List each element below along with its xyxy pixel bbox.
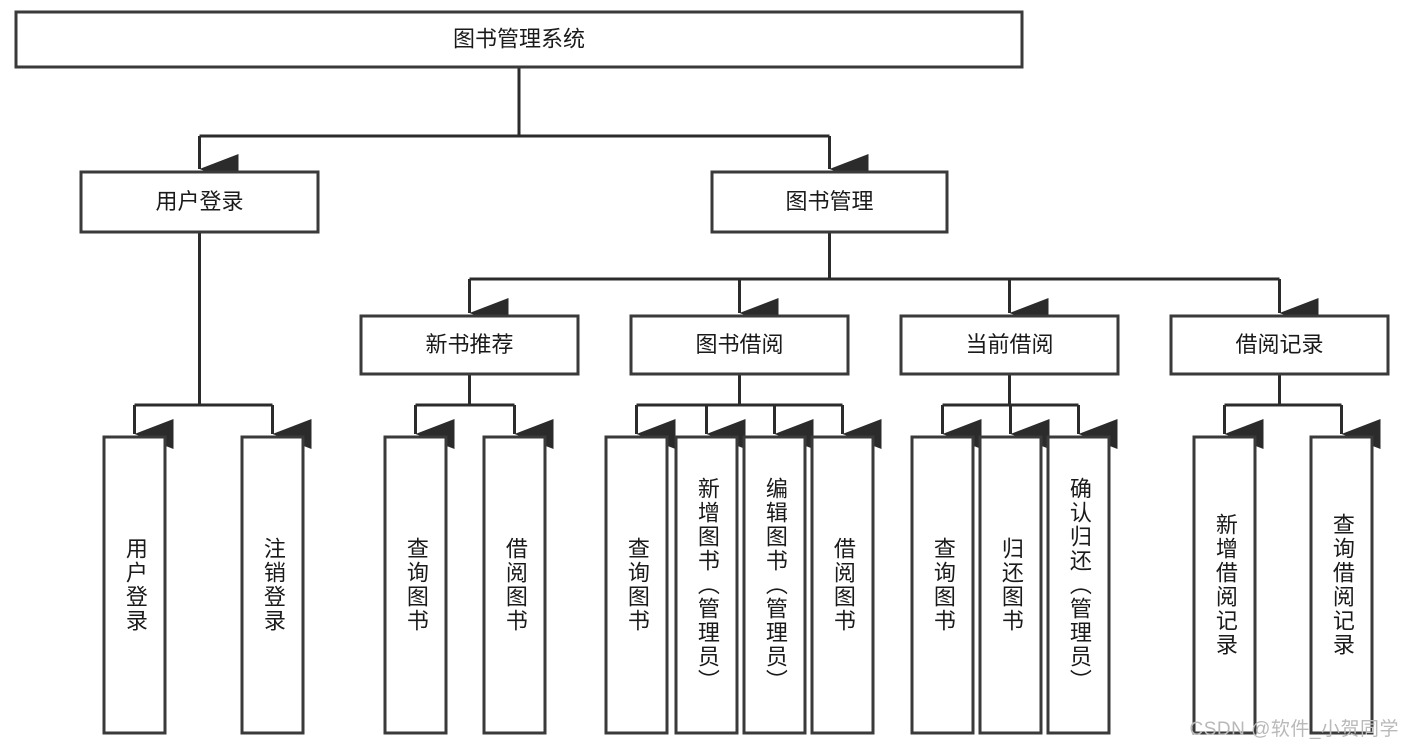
node-leaf-add-borrow-record-box[interactable] [1192, 435, 1257, 735]
node-current-borrow-label: 当前借阅 [965, 332, 1053, 357]
node-root-label: 图书管理系统 [453, 26, 585, 51]
node-book-management-box[interactable] [710, 170, 949, 234]
node-leaf-add-book-admin-box[interactable] [674, 435, 739, 735]
node-user-login-label: 用户登录 [155, 189, 243, 214]
node-leaf-return-book-box[interactable] [978, 435, 1043, 735]
node-leaf-query-book-3-box[interactable] [910, 435, 975, 735]
node-leaf-user-logout-box[interactable] [240, 435, 305, 735]
node-current-borrow-box[interactable] [899, 314, 1120, 376]
node-new-book-recommend-label: 新书推荐 [425, 332, 513, 357]
node-book-borrow-box[interactable] [629, 314, 850, 376]
node-leaf-user-login-box[interactable] [102, 435, 167, 735]
node-leaf-query-borrow-record-box[interactable] [1309, 435, 1374, 735]
node-leaf-borrow-book-2-box[interactable] [810, 435, 875, 735]
node-leaf-query-book-2-box[interactable] [604, 435, 669, 735]
node-leaf-query-book-1-box[interactable] [383, 435, 448, 735]
node-borrow-record-box[interactable] [1169, 314, 1390, 376]
node-root-box[interactable] [14, 10, 1024, 69]
connector-layer [133, 67, 1381, 449]
node-new-book-recommend-box[interactable] [359, 314, 580, 376]
node-book-borrow-label: 图书借阅 [695, 332, 783, 357]
csdn-watermark: CSDN @软件_小贺同学 [1189, 719, 1399, 740]
node-borrow-record-label: 借阅记录 [1235, 332, 1323, 357]
node-user-login-box[interactable] [79, 170, 320, 234]
node-leaf-borrow-book-1-box[interactable] [482, 435, 547, 735]
node-leaf-edit-book-admin-box[interactable] [742, 435, 807, 735]
node-book-management-label: 图书管理 [785, 189, 873, 214]
node-leaf-confirm-return-admin-box[interactable] [1046, 435, 1111, 735]
node-box-layer [14, 10, 1390, 735]
